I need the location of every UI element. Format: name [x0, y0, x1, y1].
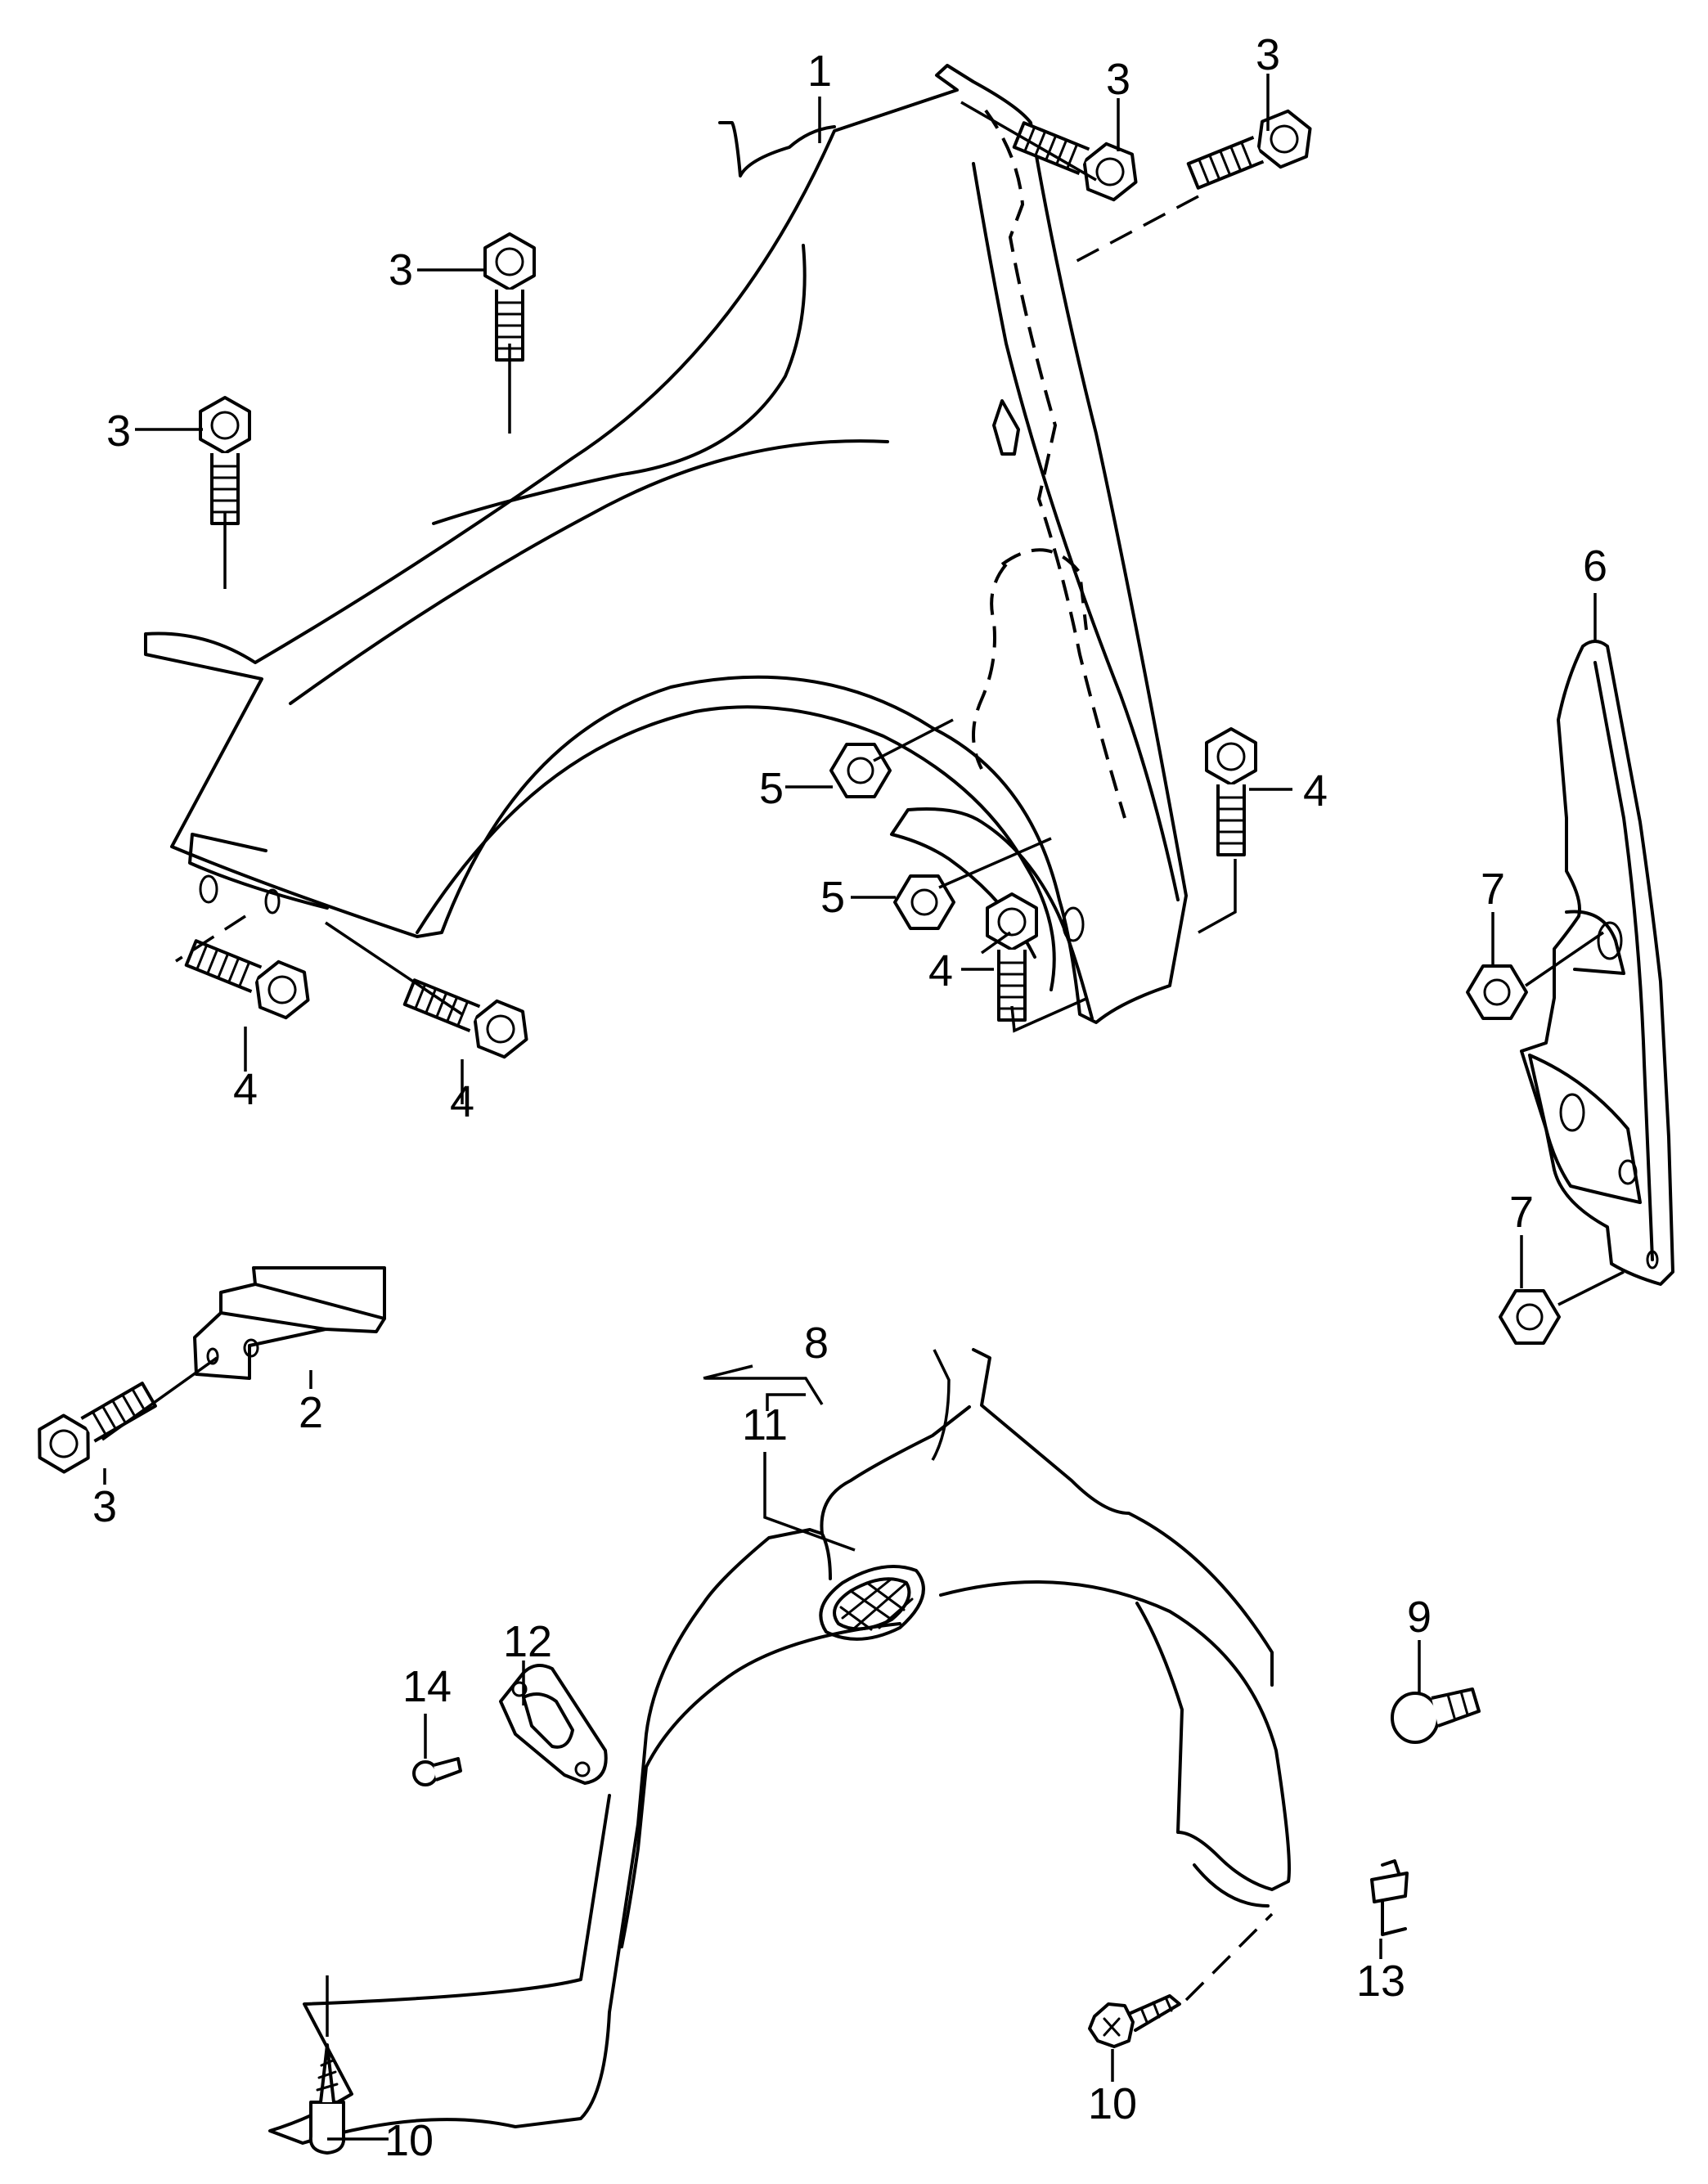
bolt-3-bracket: [25, 1372, 163, 1481]
bolt-9: [1391, 1687, 1481, 1744]
callout-5-lower: 5: [820, 873, 845, 922]
callout-7-upper: 7: [1481, 865, 1505, 914]
bolt-3-top-a: [1008, 110, 1147, 207]
callout-3-mid: 3: [389, 245, 413, 294]
callout-12: 12: [503, 1617, 552, 1666]
bolt-4-mid: [398, 968, 537, 1064]
spring-clip-part: [1370, 1859, 1409, 1936]
grille-part: [819, 1565, 925, 1641]
screw-10-left: [308, 2043, 346, 2155]
callout-13: 13: [1356, 1957, 1405, 2006]
clip-part: [499, 1664, 608, 1785]
callout-3-top-b: 3: [1256, 30, 1280, 79]
screw-14: [412, 1757, 462, 1786]
callout-9: 9: [1407, 1593, 1432, 1642]
bolt-3-left: [199, 396, 251, 525]
callout-labels: 1 3 3 3 3 3 2 4 4 4 4 5 5 6 7 7 8 9 10 1…: [92, 30, 1607, 2165]
nut-5-upper: [829, 743, 892, 798]
bolt-3-top-b: [1182, 104, 1321, 200]
callout-11: 11: [742, 1400, 788, 1449]
callout-14: 14: [402, 1662, 452, 1711]
callout-10-left: 10: [384, 2116, 434, 2165]
callout-1: 1: [807, 47, 832, 96]
bracket-part: [193, 1266, 386, 1380]
screw-10-right: [1088, 1994, 1181, 2048]
callout-8: 8: [804, 1319, 829, 1368]
callout-2: 2: [299, 1388, 323, 1437]
callout-4-mid: 4: [450, 1077, 474, 1126]
callout-5-upper: 5: [759, 764, 784, 813]
callout-3-top-a: 3: [1106, 55, 1130, 104]
bolt-4-right: [1205, 727, 1257, 856]
nut-7-lower: [1499, 1289, 1561, 1345]
callout-7-lower: 7: [1509, 1188, 1534, 1237]
side-panel-part: [1520, 640, 1674, 1286]
callout-4-right: 4: [1303, 766, 1328, 816]
nut-7-upper: [1466, 964, 1528, 1020]
callout-4-lower: 4: [928, 946, 953, 995]
callout-3-left: 3: [106, 407, 131, 456]
wheel-liner-part: [268, 1348, 1291, 2145]
bolt-3-mid: [483, 232, 536, 362]
callout-4-left: 4: [233, 1065, 258, 1114]
bolt-4-lower: [986, 892, 1038, 1022]
callout-10-right: 10: [1088, 2079, 1137, 2128]
fender-part: [144, 64, 1188, 1024]
leader-lines: [101, 74, 1625, 2141]
callout-3-bracket: 3: [92, 1482, 117, 1531]
callout-6: 6: [1583, 542, 1607, 591]
